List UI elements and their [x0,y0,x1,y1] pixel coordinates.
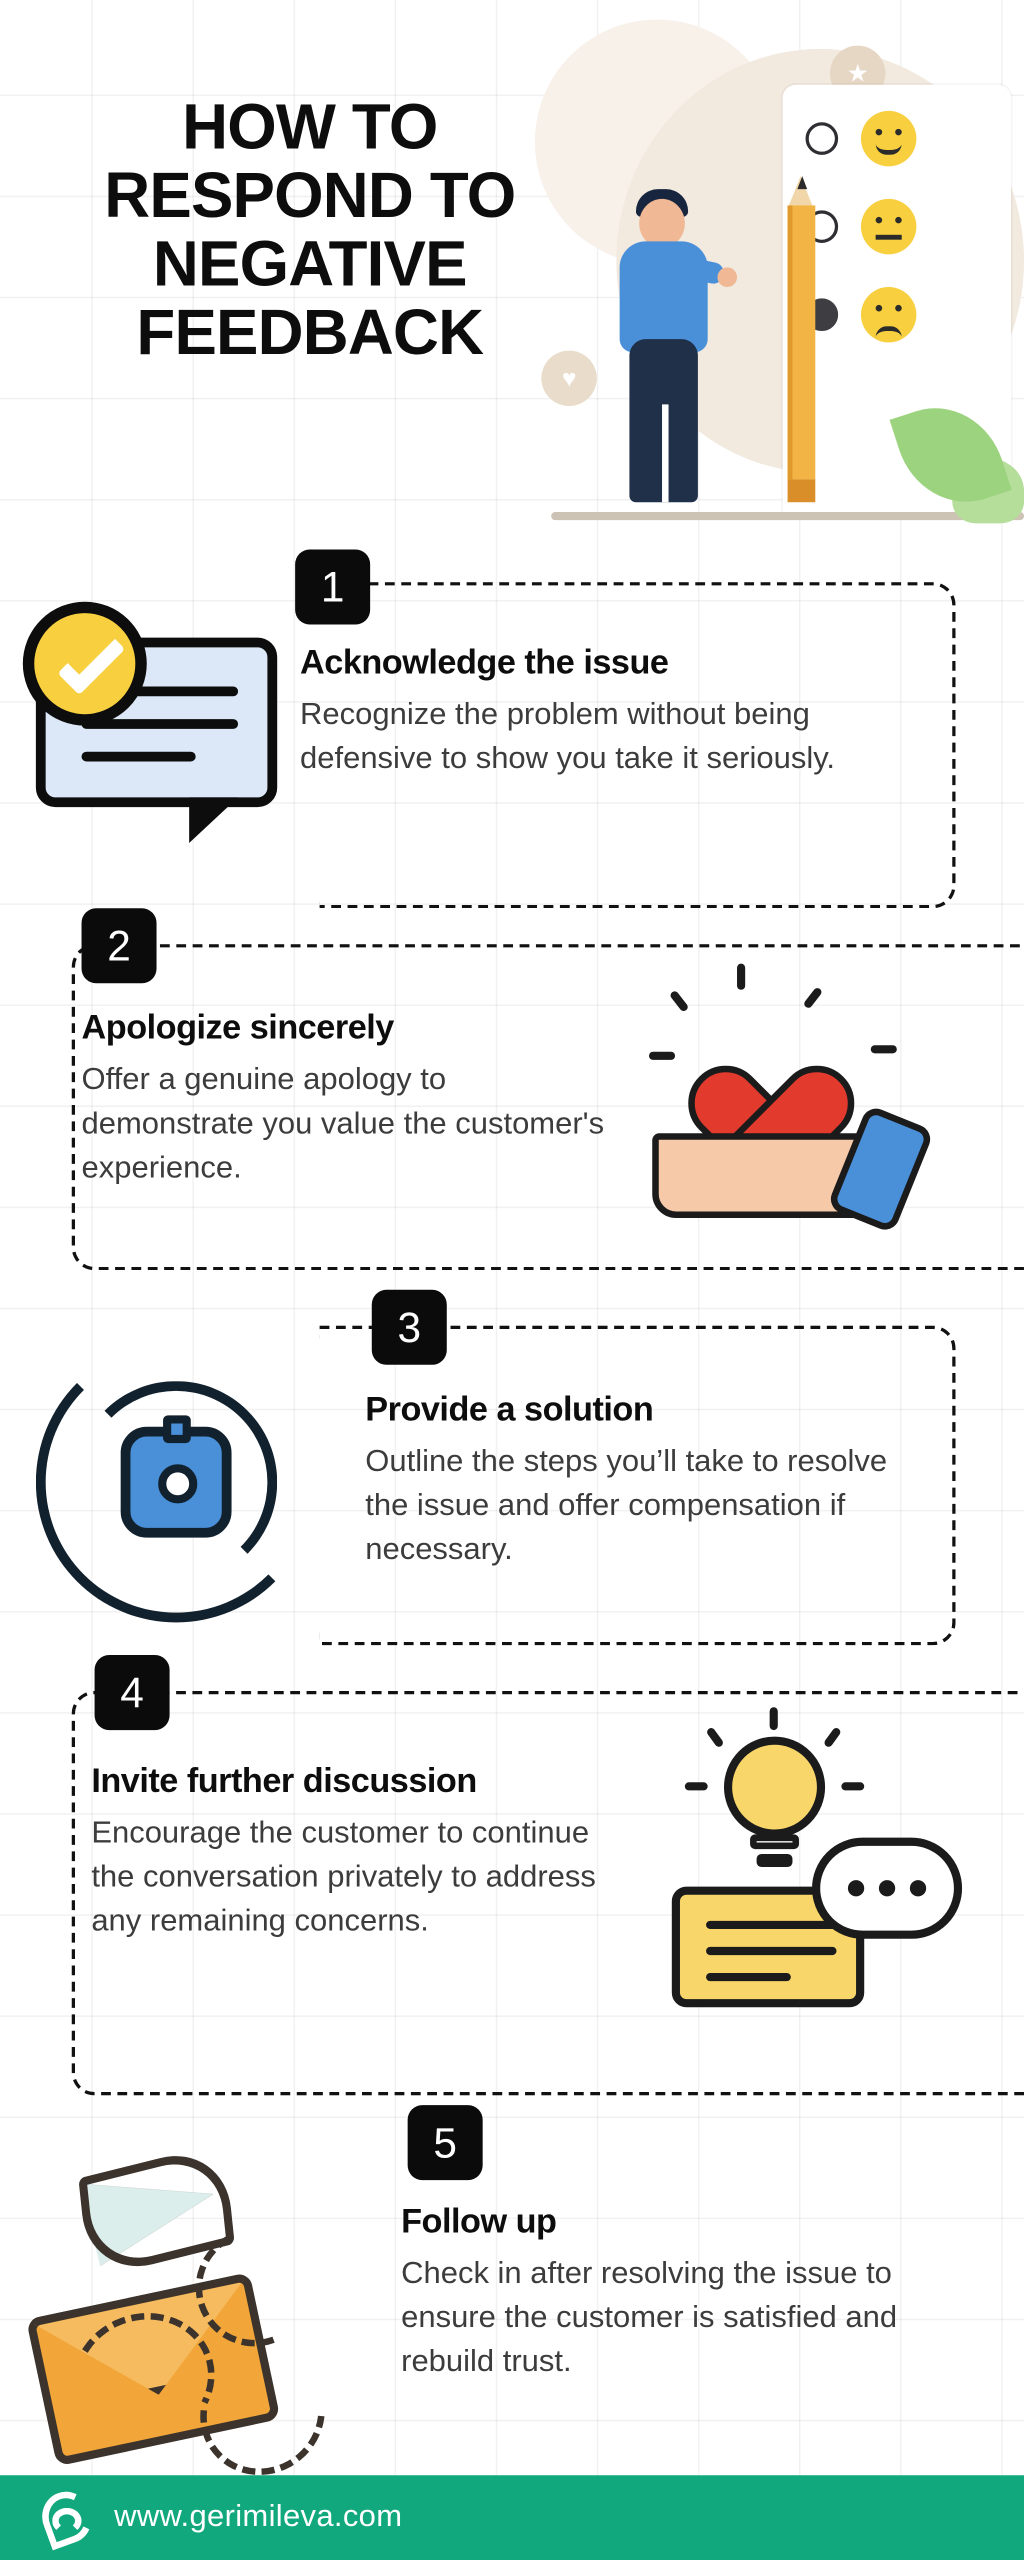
step-2-description: Offer a genuine apology to demonstrate y… [81,1063,605,1186]
happy-face-icon [860,110,917,167]
step-4-description: Encourage the customer to continue the c… [91,1816,596,1939]
step-5-title: Follow up [401,2202,557,2241]
ground-line [551,512,1024,521]
step-1-description: Recognize the problem without being defe… [300,697,836,777]
gear-process-icon [35,1341,317,1623]
header-illustration: ★ ♥ [534,0,1024,546]
neutral-face-icon [860,198,917,255]
heart-in-hand-icon [639,963,959,1251]
step-3-frame [319,1325,956,1646]
step-3-title: Provide a solution [365,1390,654,1429]
heart-badge-icon: ♥ [541,350,597,407]
step-2-text: Apologize sincerely Offer a genuine apol… [82,1009,620,1191]
feedback-option-sad[interactable] [805,286,1011,343]
step-5-text: Follow up Check in after resolving the i… [401,2203,955,2385]
step-item-1: 1 Acknowledge the issue Recognize the pr… [0,546,1024,918]
person-illustration [600,176,738,518]
step-1-title: Acknowledge the issue [300,644,669,682]
step-item-2: 2 Apologize sincerely Offer a genuine ap… [0,908,1024,1296]
step-item-3: 3 Provide a solution Outline the steps y… [0,1289,1024,1668]
step-1-text: Acknowledge the issue Recognize the prob… [300,644,923,782]
sad-face-icon [860,286,917,343]
step-5-description: Check in after resolving the issue to en… [401,2256,898,2379]
step-item-5: 5 Follow up Check in after resolving the… [0,2105,1024,2501]
speech-bubble-check-icon [7,598,301,875]
step-2-frame [71,944,1024,1271]
feedback-option-neutral[interactable] [805,198,1011,255]
step-2-title: Apologize sincerely [81,1009,395,1047]
footer-bar: www.gerimileva.com [0,2475,1024,2560]
header: ★ ♥ [0,0,1024,546]
steps-list: 1 Acknowledge the issue Recognize the pr… [0,546,1024,2501]
step-3-description: Outline the steps you’ll take to resolve… [365,1444,888,1567]
step-4-number-badge: 4 [94,1655,170,1731]
pencil-icon [787,176,816,503]
footer-url[interactable]: www.gerimileva.com [114,2499,403,2534]
step-item-4: 4 Invite further discussion Encourage th… [0,1655,1024,2112]
step-3-text: Provide a solution Outline the steps you… [365,1391,926,1573]
step-4-frame [71,1690,1024,2096]
feedback-option-happy[interactable] [805,110,1011,167]
page-title: HOW TO RESPOND TO NEGATIVE FEEDBACK [104,92,516,370]
step-4-title: Invite further discussion [91,1762,477,1801]
lightbulb-chat-icon [656,1707,982,2033]
step-2-number-badge: 2 [81,908,157,984]
paper-plane-envelope-icon [16,2142,375,2501]
step-5-number-badge: 5 [407,2105,483,2181]
brand-logo-icon [34,2484,99,2551]
step-1-frame [319,582,956,909]
step-3-number-badge: 3 [371,1289,447,1365]
step-4-text: Invite further discussion Encourage the … [91,1763,632,1945]
step-1-number-badge: 1 [295,549,371,625]
radio-unselected-icon[interactable] [805,122,839,155]
